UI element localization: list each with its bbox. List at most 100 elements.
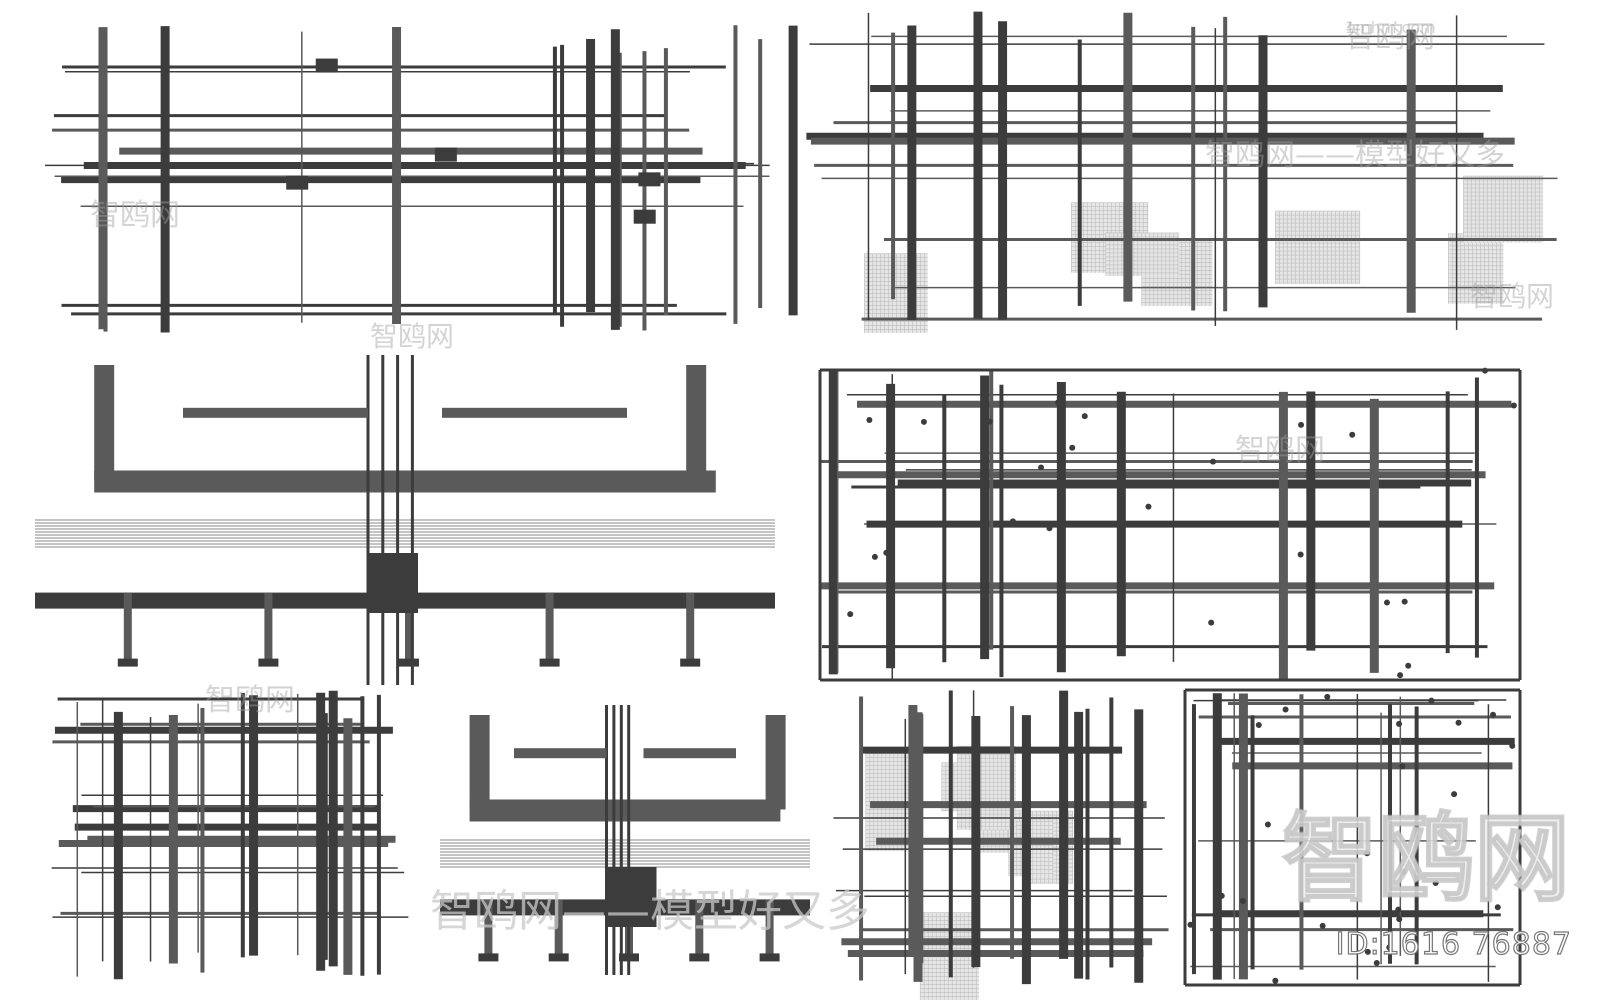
drain-drop (545, 592, 554, 666)
sprinkler-head (1038, 464, 1045, 471)
watermark-brand-top-right-center: 智鸥网——模型好又多 (1205, 138, 1505, 173)
watermark-brand-top-right: 智鸥网 (1345, 20, 1435, 55)
pipe-grid-panel-bottom-center-right (833, 690, 1169, 1000)
sprinkler-head (1490, 711, 1497, 718)
sprinkler-head (1364, 850, 1371, 857)
drain-outlet (689, 953, 710, 962)
pipe-grid-panel-bottom-right (1183, 688, 1522, 987)
sprinkler-head (1494, 904, 1501, 911)
drain-outlet (117, 658, 138, 667)
sprinkler-head (1432, 880, 1439, 887)
drain-outlet (548, 953, 569, 962)
air-duct-main (94, 470, 716, 493)
branch-pipe (643, 748, 736, 759)
sprinkler-head (1324, 693, 1331, 700)
duct-panel-bottom-center (440, 705, 810, 975)
sprinkler-head (883, 549, 890, 556)
sprinkler-head (1509, 742, 1516, 749)
duct-panel-middle-left (35, 355, 775, 685)
sprinkler-head (1210, 458, 1217, 465)
watermark-brand-top-left-bottom: 智鸥网 (370, 320, 455, 353)
watermark-brand-left: 智鸥网 (90, 198, 180, 233)
drain-outlet (759, 953, 780, 962)
drain-outlet (258, 658, 279, 667)
drain-outlet (539, 658, 560, 667)
sprinkler-head (1208, 619, 1215, 626)
sprinkler-head (1396, 720, 1403, 727)
sprinkler-head (1282, 706, 1289, 713)
sprinkler-head (871, 553, 878, 560)
sprinkler-head (1255, 721, 1262, 728)
sprinkler-head (1264, 821, 1271, 828)
sprinkler-head (1383, 599, 1390, 606)
sprinkler-head (1510, 402, 1517, 409)
sprinkler-head (1009, 518, 1016, 525)
sprinkler-head (920, 418, 927, 425)
sprinkler-head (1399, 763, 1406, 770)
watermark-brand-center: 智鸥网 (205, 683, 295, 718)
cable-tray-grate (1448, 233, 1504, 304)
drain-outlet (680, 658, 701, 667)
junction-box (638, 172, 661, 187)
watermark-logo-large: 智鸥网 (1281, 802, 1571, 916)
drain-drop (765, 899, 774, 959)
air-duct-riser (686, 365, 707, 481)
drain-drop (695, 899, 704, 959)
pipe-grid-panel-top-left (45, 25, 770, 333)
drain-drop (123, 592, 132, 666)
sprinkler-head (1272, 977, 1279, 984)
pipe-grid-panel-middle-right (818, 367, 1522, 682)
air-duct-riser (469, 715, 490, 810)
sprinkler-head (1405, 662, 1412, 669)
sprinkler-head (986, 418, 993, 425)
branch-pipe (442, 407, 627, 418)
sprinkler-head (1400, 868, 1407, 875)
drain-outlet (478, 953, 499, 962)
sprinkler-head (866, 417, 873, 424)
air-duct-riser (765, 715, 786, 810)
sprinkler-head (1298, 421, 1305, 428)
drain-drop (554, 899, 563, 959)
cable-tray-grate (957, 746, 1016, 830)
sprinkler-head (1319, 922, 1326, 929)
junction-box (286, 175, 309, 190)
sprinkler-head (1058, 585, 1065, 592)
drain-drop (484, 899, 493, 959)
watermark-brand-right-mid: 智鸥网 (1235, 433, 1325, 468)
sprinkler-head (1054, 399, 1061, 406)
sprinkler-head (1386, 944, 1393, 951)
drain-drop (405, 592, 413, 666)
pipe-grid-panel-top-right (788, 11, 1558, 333)
drain-drop (686, 592, 695, 666)
model-id-label: ID:1616 76887 (1335, 926, 1572, 962)
sprinkler-head (1046, 525, 1053, 532)
sprinkler-head (1297, 551, 1304, 558)
sprinkler-head (1401, 598, 1408, 605)
sprinkler-head (1239, 897, 1246, 904)
junction-box (606, 867, 657, 927)
pipe-bundle-panel-bottom-left (51, 690, 409, 980)
sprinkler-head (1218, 892, 1225, 899)
sprinkler-head (1395, 906, 1402, 913)
sprinkler-head (847, 611, 854, 618)
watermark-url-top: 1mhm.com (1345, 18, 1436, 37)
sprinkler-head (1481, 367, 1488, 374)
junction-box (315, 58, 338, 73)
sprinkler-head (1373, 959, 1380, 966)
sprinkler-head (1451, 791, 1458, 798)
sprinkler-head (1145, 503, 1152, 510)
sprinkler-head (1364, 948, 1371, 955)
drain-drop (264, 592, 273, 666)
air-duct-main (469, 799, 781, 822)
drain-outlet (399, 658, 419, 667)
sprinkler-head (1428, 697, 1435, 704)
junction-box (368, 553, 418, 613)
air-duct-riser (94, 365, 115, 481)
sprinkler-head (1396, 916, 1403, 923)
sprinkler-head (1187, 921, 1194, 928)
branch-pipe (514, 748, 607, 759)
sprinkler-head (1069, 444, 1076, 451)
watermark-tagline-bottom: 智鸥网——模型好又多 (430, 886, 870, 937)
branch-pipe (183, 407, 368, 418)
